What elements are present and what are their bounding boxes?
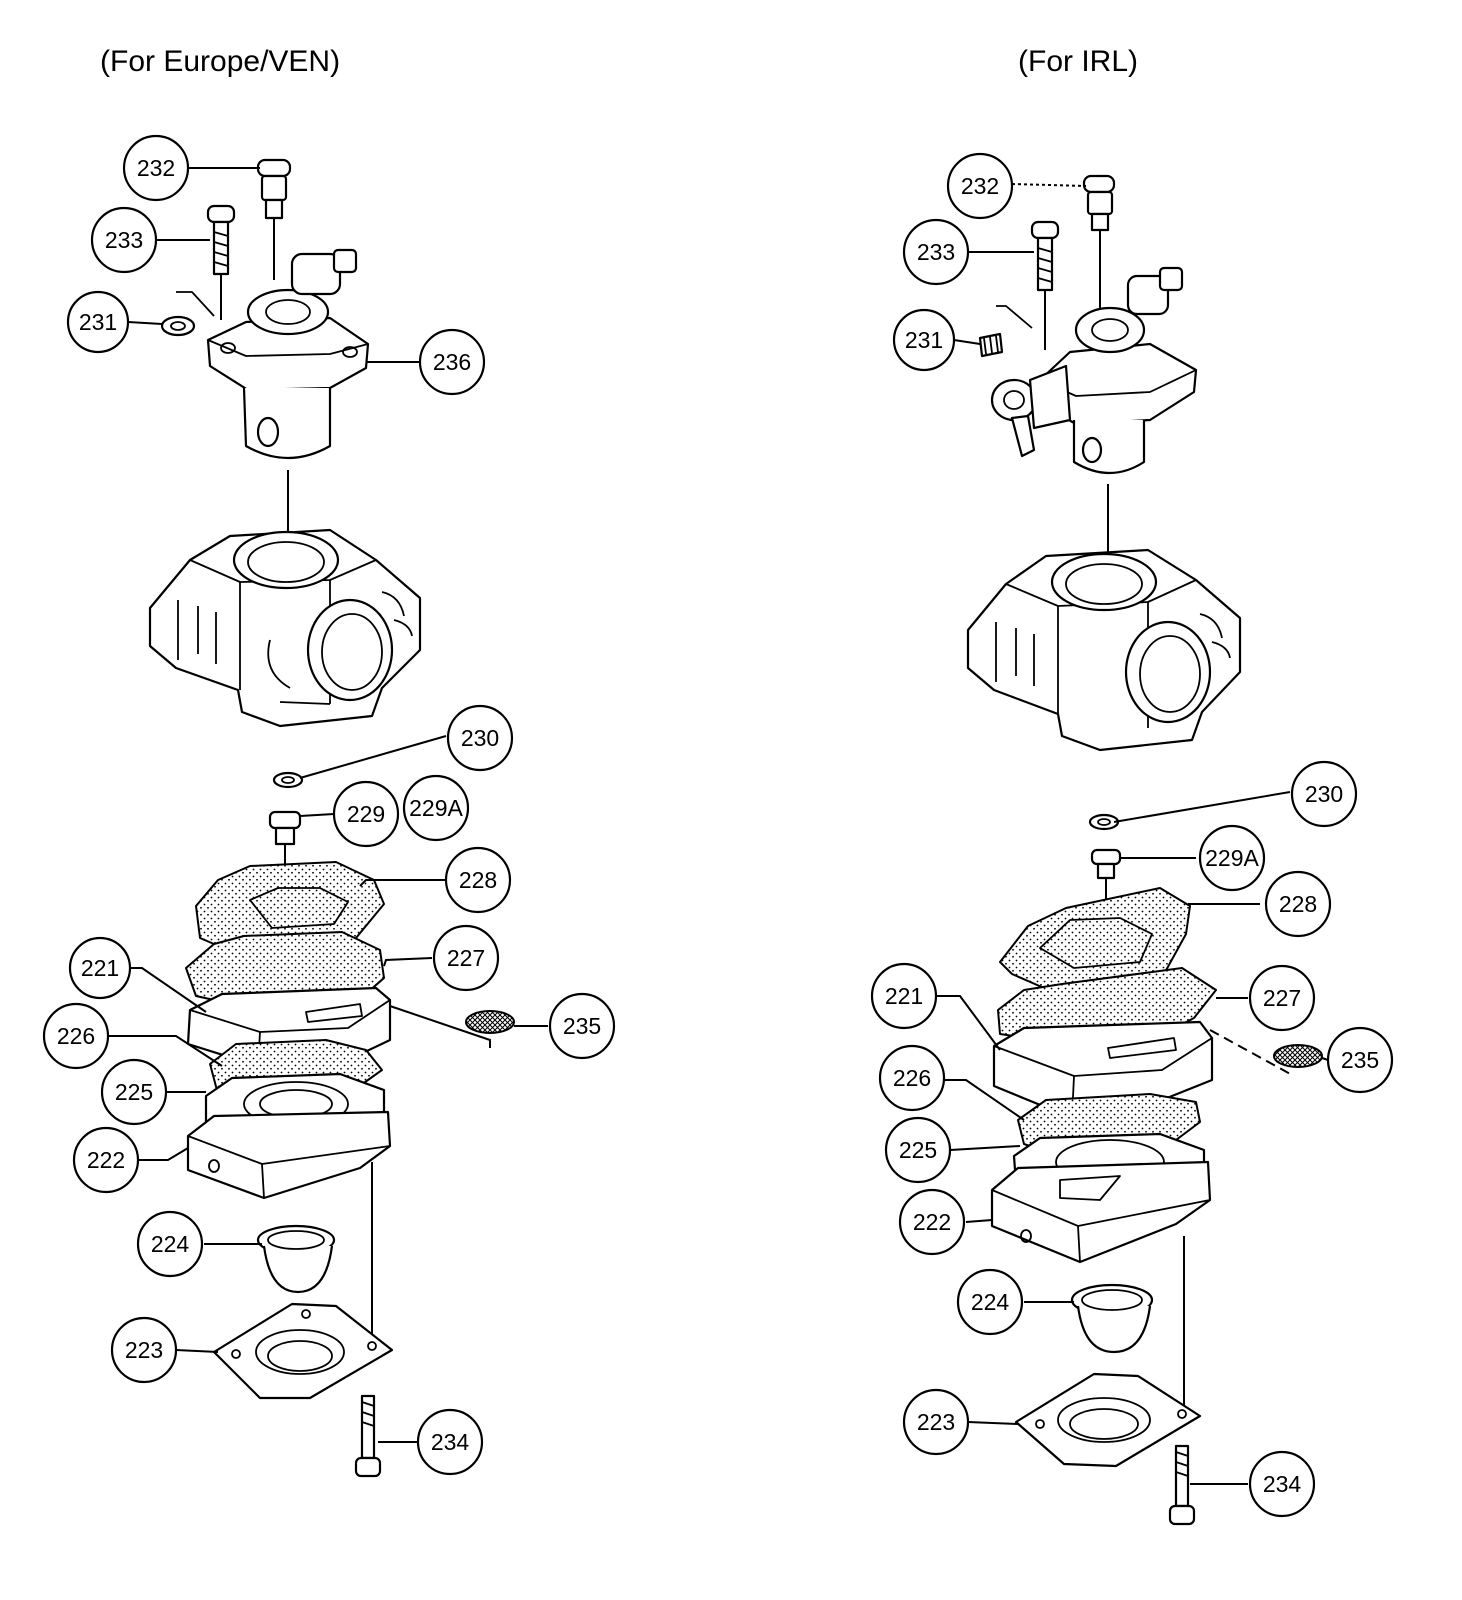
callout-222: 222 — [72, 1126, 140, 1194]
part-cup-224 — [256, 1224, 336, 1294]
svg-text:233: 233 — [105, 227, 143, 253]
svg-text:223: 223 — [917, 1409, 955, 1435]
part-cup-224-irl — [1070, 1283, 1154, 1354]
part-throttle-body-irl — [990, 266, 1198, 570]
svg-text:233: 233 — [917, 239, 955, 265]
svg-text:225: 225 — [115, 1079, 153, 1105]
leader-lines-left — [108, 167, 548, 1443]
callout-221-irl: 221 — [870, 962, 938, 1030]
svg-text:232: 232 — [137, 155, 175, 181]
svg-text:224: 224 — [151, 1231, 190, 1257]
svg-text:235: 235 — [563, 1013, 601, 1039]
svg-text:229A: 229A — [1205, 845, 1259, 871]
part-body-221-irl — [992, 1020, 1214, 1120]
callout-227: 227 — [432, 924, 500, 992]
callout-225-irl: 225 — [884, 1116, 952, 1184]
part-idle-screw — [256, 158, 292, 280]
part-screw-234 — [354, 1394, 382, 1478]
callout-233: 233 — [90, 206, 158, 274]
callout-225: 225 — [100, 1058, 168, 1126]
callout-236: 236 — [418, 328, 486, 396]
svg-text:229: 229 — [347, 801, 385, 827]
svg-text:223: 223 — [125, 1337, 163, 1363]
callout-230-irl: 230 — [1290, 760, 1358, 828]
right-assembly: 232 233 231 230 229A 228 221 227 235 226… — [870, 152, 1394, 1526]
callout-233-irl: 233 — [902, 218, 970, 286]
title-europe-ven: (For Europe/VEN) — [100, 45, 341, 78]
svg-text:226: 226 — [57, 1023, 95, 1049]
part-jet — [268, 810, 302, 918]
svg-text:231: 231 — [79, 309, 117, 335]
callout-224: 224 — [136, 1210, 204, 1278]
part-carburetor-housing — [148, 528, 422, 728]
part-filter-235 — [465, 1010, 515, 1034]
svg-text:229A: 229A — [409, 795, 463, 821]
part-washer — [272, 771, 304, 789]
leader-lines-right — [936, 183, 1329, 1485]
svg-text:226: 226 — [893, 1065, 931, 1091]
title-irl: (For IRL) — [1018, 45, 1138, 78]
part-bolt — [206, 204, 236, 320]
callout-229a: 229A — [402, 774, 470, 842]
part-screw-234-irl — [1168, 1444, 1196, 1526]
callouts-left: 232 233 231 236 230 229 229A 228 227 221… — [42, 134, 616, 1476]
callout-231-irl: 231 — [892, 308, 956, 372]
callout-232-irl: 232 — [946, 152, 1014, 220]
callout-235: 235 — [548, 992, 616, 1060]
svg-text:232: 232 — [961, 173, 999, 199]
callout-232: 232 — [122, 134, 190, 202]
svg-text:228: 228 — [459, 867, 497, 893]
svg-text:222: 222 — [913, 1209, 951, 1235]
callout-224-irl: 224 — [956, 1268, 1024, 1336]
svg-text:234: 234 — [1263, 1471, 1302, 1497]
callout-229a-irl: 229A — [1198, 824, 1266, 892]
svg-text:224: 224 — [971, 1289, 1010, 1315]
callouts-right: 232 233 231 230 229A 228 221 227 235 226… — [870, 152, 1394, 1518]
callout-230: 230 — [446, 704, 514, 772]
svg-text:227: 227 — [1263, 985, 1301, 1011]
part-idle-screw-irl — [1082, 174, 1116, 310]
callout-226-irl: 226 — [878, 1044, 946, 1112]
part-spring-irl — [978, 305, 1033, 358]
svg-text:230: 230 — [1305, 781, 1343, 807]
part-plate-223-irl — [1014, 1372, 1202, 1468]
svg-text:222: 222 — [87, 1147, 125, 1173]
part-throttle-body — [206, 248, 370, 552]
part-spring — [160, 291, 215, 337]
svg-text:228: 228 — [1279, 891, 1317, 917]
part-filter-235-irl — [1273, 1044, 1323, 1068]
callout-229: 229 — [332, 780, 400, 848]
svg-text:235: 235 — [1341, 1047, 1379, 1073]
part-cover-222-irl — [990, 1160, 1212, 1410]
callout-235-irl: 235 — [1326, 1026, 1394, 1094]
svg-text:227: 227 — [447, 945, 485, 971]
svg-text:221: 221 — [81, 955, 119, 981]
callout-228: 228 — [444, 846, 512, 914]
callout-223: 223 — [110, 1316, 178, 1384]
svg-text:225: 225 — [899, 1137, 937, 1163]
callout-227-irl: 227 — [1248, 964, 1316, 1032]
part-carburetor-housing-irl — [966, 548, 1242, 752]
callout-228-irl: 228 — [1264, 870, 1332, 938]
part-plate-223 — [212, 1302, 394, 1400]
part-gasket-228-irl — [999, 887, 1191, 991]
callout-221: 221 — [68, 936, 132, 1000]
part-washer-irl — [1088, 813, 1120, 831]
callout-223-irl: 223 — [902, 1388, 970, 1456]
callout-231: 231 — [66, 290, 130, 354]
svg-text:231: 231 — [905, 327, 943, 353]
svg-text:230: 230 — [461, 725, 499, 751]
callout-234-irl: 234 — [1248, 1450, 1316, 1518]
callout-226: 226 — [42, 1002, 110, 1070]
svg-text:236: 236 — [433, 349, 471, 375]
part-cover-222 — [186, 1110, 392, 1344]
part-bolt-irl — [1030, 220, 1060, 350]
callout-222-irl: 222 — [898, 1188, 966, 1256]
svg-text:221: 221 — [885, 983, 923, 1009]
svg-text:234: 234 — [431, 1429, 470, 1455]
left-assembly: 232 233 231 236 230 229 229A 228 227 221… — [42, 134, 616, 1478]
callout-234: 234 — [416, 1408, 484, 1476]
